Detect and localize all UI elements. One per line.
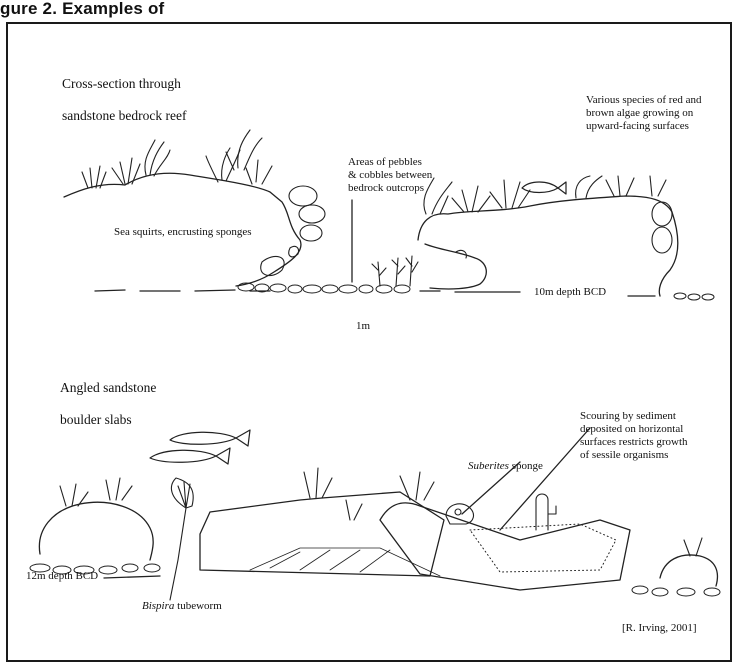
- bispira-name: Bispira: [142, 600, 174, 612]
- depth-pointer-bottom: [104, 576, 160, 578]
- outcrop-right-base: [425, 244, 486, 289]
- bispira-suffix: tubeworm: [174, 600, 221, 612]
- slab-middle: [200, 492, 444, 576]
- bottom-title-line1: Angled sandstone: [60, 380, 156, 396]
- branching-sponge: [536, 494, 556, 530]
- slab-angled: [380, 503, 630, 590]
- bispira-label: Bispira tubeworm: [142, 600, 222, 613]
- scouring-label: Scouring by sediment deposited on horizo…: [580, 410, 730, 462]
- bedrock-outcrop-right: [418, 196, 678, 296]
- top-title-line2: sandstone bedrock reef: [62, 108, 186, 124]
- sea-squirts-label: Sea squirts, encrusting sponges: [114, 226, 314, 239]
- top-section-title: Cross-section through sandstone bedrock …: [62, 60, 186, 140]
- suberites-label: Suberites sponge: [468, 460, 543, 473]
- depth-label-bottom: 12m depth BCD: [26, 570, 98, 583]
- sediment-area: [470, 524, 616, 572]
- bottom-title-line2: boulder slabs: [60, 412, 156, 428]
- top-title-line1: Cross-section through: [62, 76, 186, 92]
- credit-label: [R. Irving, 2001]: [622, 622, 697, 635]
- algae-label: Various species of red and brown algae g…: [586, 94, 726, 133]
- scale-label: 1m: [356, 320, 370, 333]
- boulder-right: [660, 555, 717, 586]
- algae-bottom: [60, 468, 702, 556]
- boulder-left: [39, 502, 153, 560]
- suberites-suffix: sponge: [509, 460, 543, 472]
- bispira-tubeworm: [170, 478, 193, 600]
- algae-between: [372, 256, 418, 286]
- scouring-pointer: [500, 428, 590, 530]
- depth-label-top: 10m depth BCD: [534, 286, 606, 299]
- bottom-section-title: Angled sandstone boulder slabs: [60, 364, 156, 444]
- suberites-name: Suberites: [468, 460, 509, 472]
- fish-pair: [150, 430, 250, 464]
- pebbles-label: Areas of pebbles & cobbles between bedro…: [348, 156, 468, 195]
